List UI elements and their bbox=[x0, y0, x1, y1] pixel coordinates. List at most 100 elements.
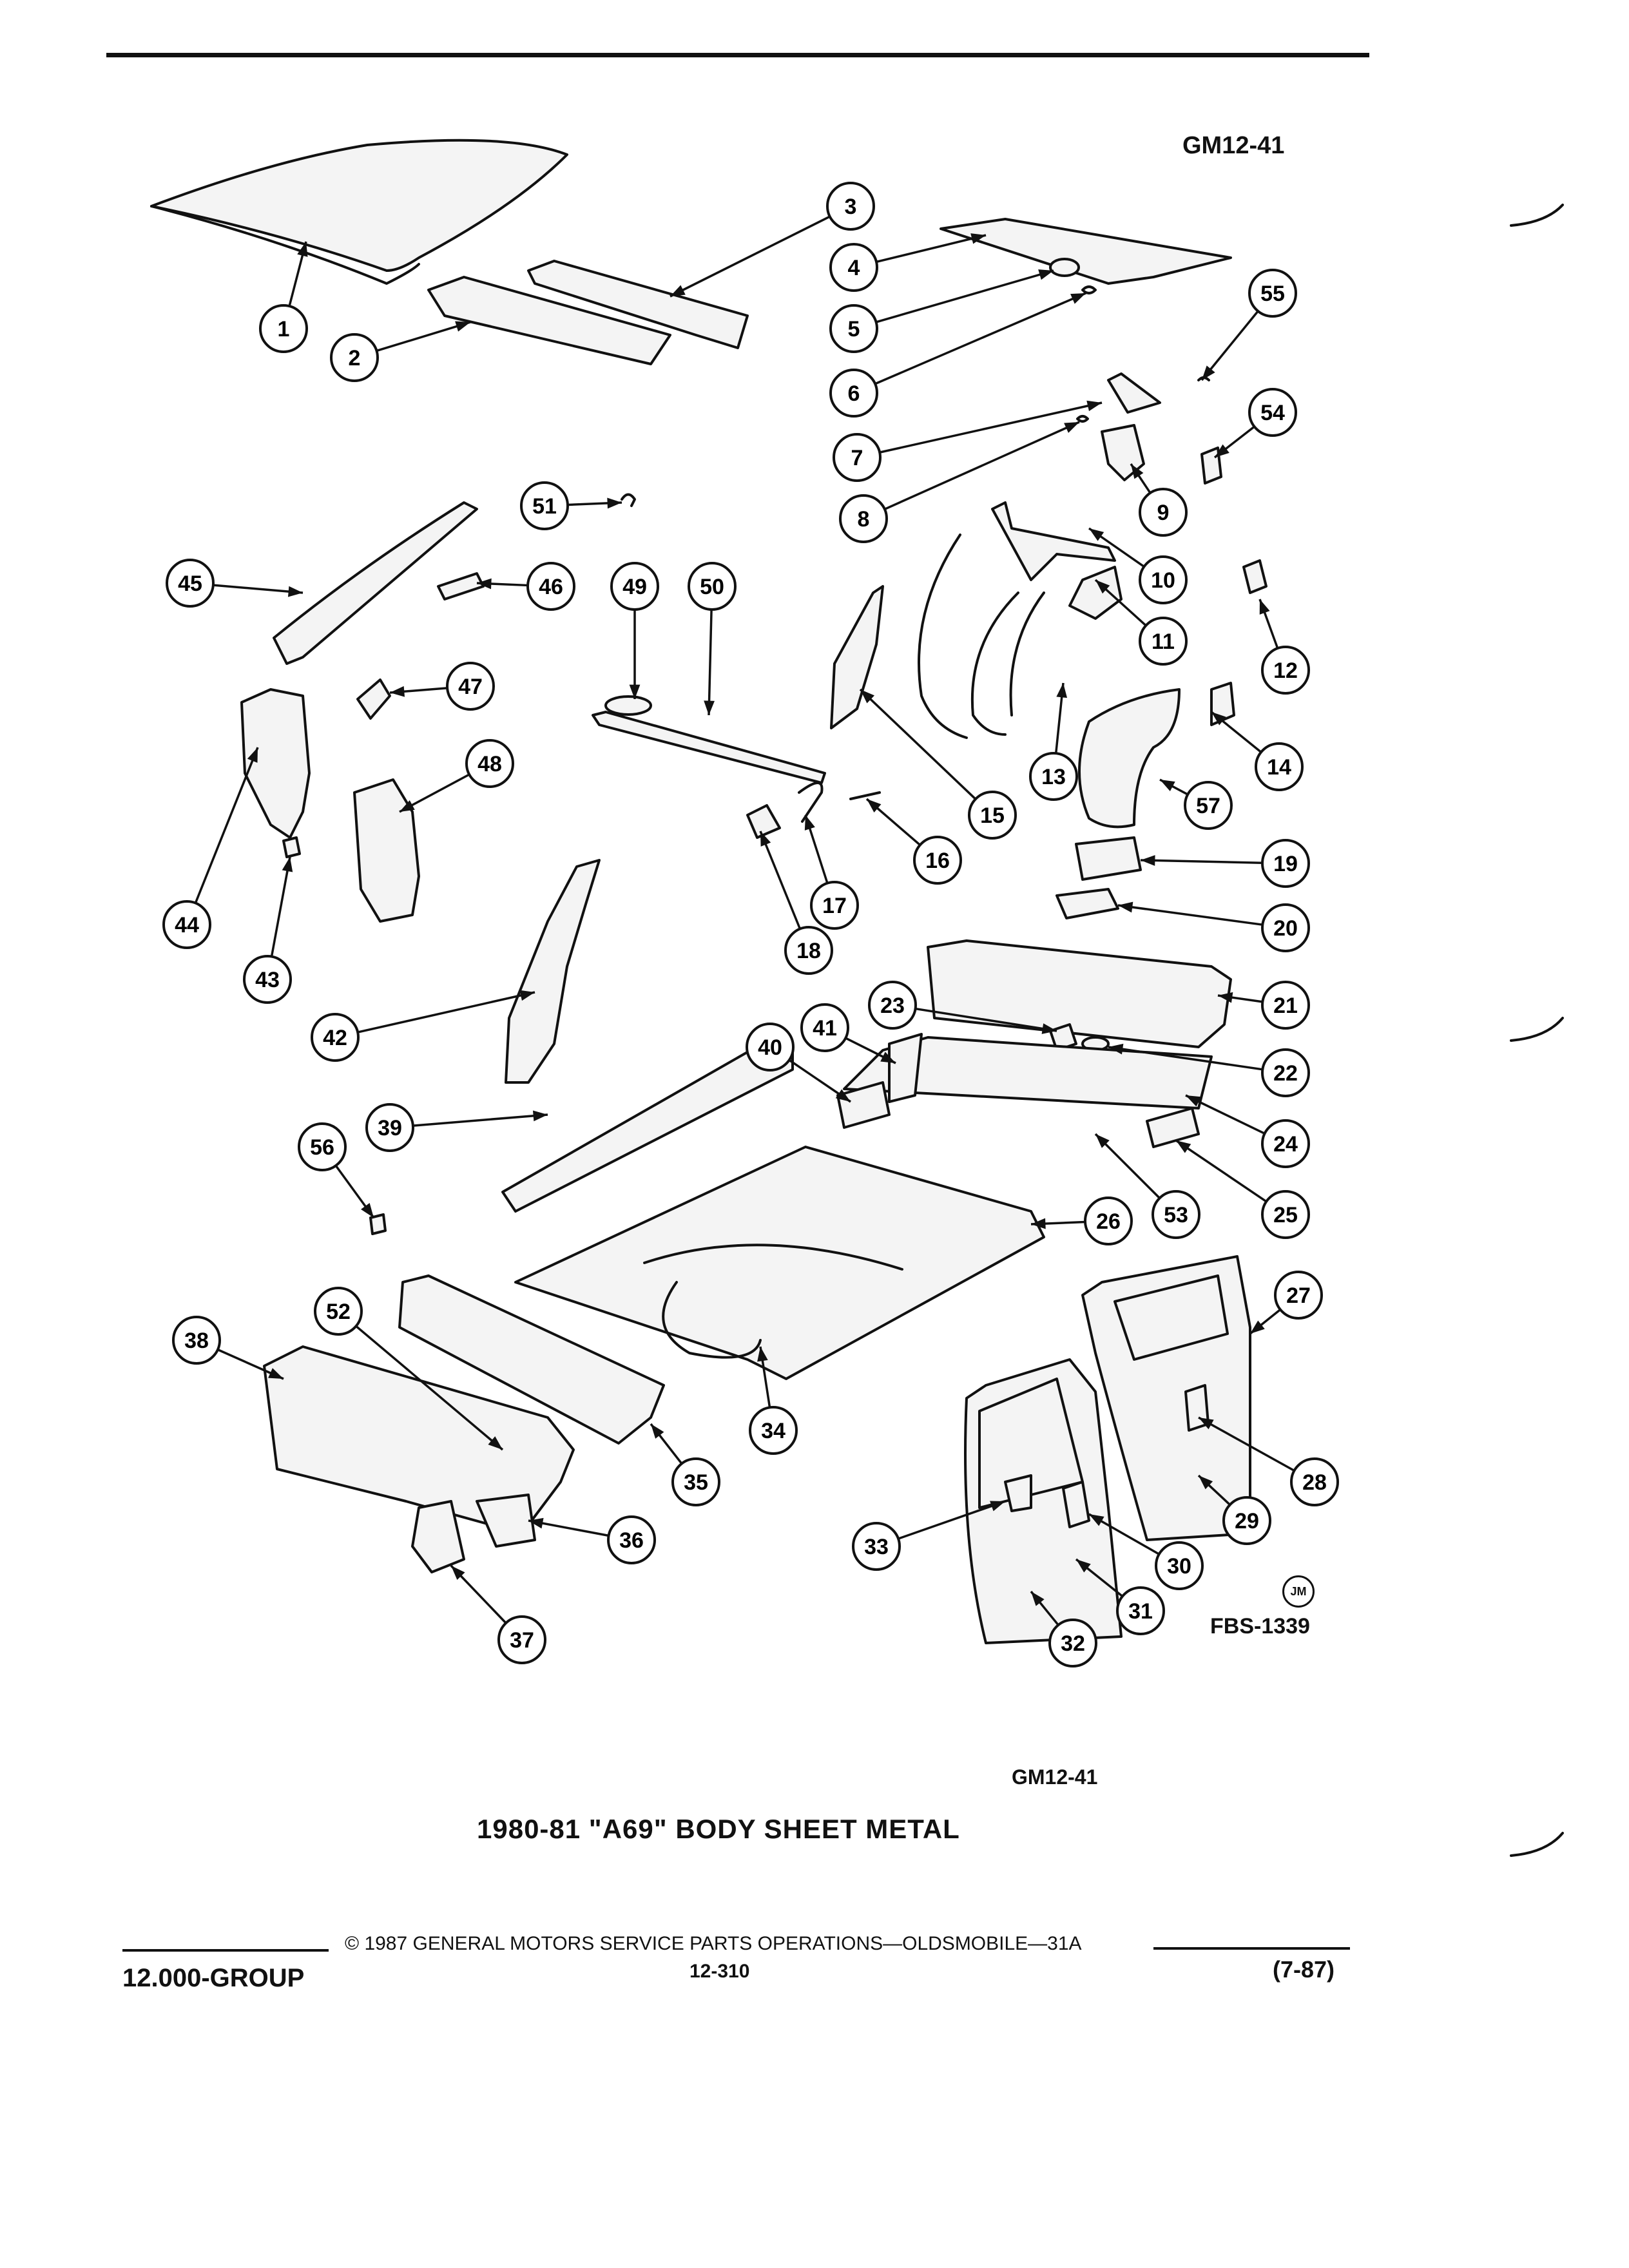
leader-arrow-3 bbox=[670, 285, 686, 296]
callout-number: 47 bbox=[458, 675, 483, 699]
callout-circle bbox=[1261, 1048, 1310, 1097]
leader-arrow-50 bbox=[704, 700, 715, 715]
callout-56: 56 bbox=[298, 1122, 347, 1171]
callout-number: 27 bbox=[1286, 1283, 1311, 1308]
part-rear-end-panel bbox=[927, 939, 1232, 1048]
callout-number: 9 bbox=[1157, 501, 1170, 525]
callout-4: 4 bbox=[829, 243, 878, 292]
part-bracket-47 bbox=[356, 678, 391, 720]
callout-number: 10 bbox=[1151, 568, 1175, 593]
footer-copyright: © 1987 GENERAL MOTORS SERVICE PARTS OPER… bbox=[345, 1933, 1082, 1954]
callout-19: 19 bbox=[1261, 839, 1310, 888]
callout-circle bbox=[311, 1013, 360, 1062]
callout-circle bbox=[365, 1103, 414, 1152]
callout-26: 26 bbox=[1084, 1196, 1133, 1245]
leader-arrow-6 bbox=[1070, 293, 1086, 304]
callout-47: 47 bbox=[446, 662, 495, 711]
leader-arrow-27 bbox=[1250, 1320, 1265, 1334]
callout-circle bbox=[1152, 1190, 1200, 1239]
part-clip-6 bbox=[1081, 285, 1097, 294]
callout-33: 33 bbox=[852, 1522, 901, 1571]
part-rear-door-window-opening bbox=[1113, 1274, 1229, 1361]
footer-revision: (7-87) bbox=[1273, 1956, 1335, 1983]
part-pillar-reinforcement bbox=[353, 778, 420, 923]
callout-number: 26 bbox=[1096, 1209, 1121, 1234]
leader-arrow-7 bbox=[1086, 400, 1102, 412]
leader-arrow-37 bbox=[451, 1566, 465, 1580]
callout-55: 55 bbox=[1248, 269, 1297, 318]
callout-number: 42 bbox=[323, 1026, 347, 1050]
callout-circle bbox=[800, 1003, 849, 1052]
footer-rule-right bbox=[1153, 1947, 1350, 1950]
parts-illustrations bbox=[150, 139, 1268, 1644]
callout-number: 41 bbox=[813, 1016, 837, 1041]
callout-circle bbox=[1184, 781, 1233, 830]
part-dash-brace-37 bbox=[411, 1500, 465, 1573]
part-wheelhouse-liner bbox=[1078, 688, 1181, 829]
callout-circle bbox=[526, 562, 575, 611]
callout-number: 19 bbox=[1273, 852, 1298, 876]
part-floor-tunnel bbox=[643, 1244, 903, 1271]
leader-line-43 bbox=[270, 856, 291, 957]
callout-number: 1 bbox=[278, 317, 290, 341]
callout-number: 29 bbox=[1235, 1509, 1259, 1533]
leader-arrow-48 bbox=[400, 800, 415, 812]
callout-23: 23 bbox=[868, 981, 917, 1030]
callout-number: 16 bbox=[925, 849, 950, 873]
callout-9: 9 bbox=[1139, 488, 1188, 537]
callout-circle bbox=[1139, 617, 1188, 666]
callout-50: 50 bbox=[688, 562, 737, 611]
leader-arrow-24 bbox=[1186, 1095, 1201, 1107]
callout-number: 53 bbox=[1164, 1203, 1188, 1227]
callout-number: 52 bbox=[326, 1300, 351, 1324]
callout-circle bbox=[1048, 1619, 1097, 1667]
footer-group: 12.000-GROUP bbox=[122, 1964, 305, 1992]
part-floor-extension bbox=[1146, 1107, 1200, 1148]
leader-line-28 bbox=[1198, 1416, 1295, 1472]
callout-44: 44 bbox=[162, 900, 211, 949]
callout-number: 5 bbox=[848, 317, 860, 341]
leader-arrow-34 bbox=[757, 1347, 768, 1362]
callout-38: 38 bbox=[172, 1316, 221, 1365]
leader-line-50 bbox=[708, 609, 713, 716]
leader-line-7 bbox=[879, 401, 1103, 454]
leader-arrow-8 bbox=[1064, 422, 1079, 433]
leader-line-15 bbox=[859, 688, 977, 800]
leader-arrow-39 bbox=[532, 1110, 548, 1122]
part-rocker-sill bbox=[501, 1036, 794, 1213]
callout-39: 39 bbox=[365, 1103, 414, 1152]
callout-number: 46 bbox=[539, 575, 563, 599]
leader-arrow-40 bbox=[835, 1089, 851, 1102]
leader-line-20 bbox=[1117, 904, 1263, 926]
leader-line-33 bbox=[898, 1500, 1006, 1540]
callout-31: 31 bbox=[1116, 1586, 1165, 1635]
figure-code-bottom: GM12-41 bbox=[1012, 1765, 1098, 1789]
callout-circle bbox=[1290, 1457, 1339, 1506]
callout-circle bbox=[833, 433, 882, 482]
leader-line-42 bbox=[357, 991, 535, 1033]
callout-24: 24 bbox=[1261, 1119, 1310, 1168]
callout-circle bbox=[610, 562, 659, 611]
part-clip-56 bbox=[369, 1213, 387, 1235]
callout-34: 34 bbox=[749, 1406, 798, 1455]
leader-arrow-51 bbox=[607, 497, 622, 509]
callout-number: 36 bbox=[619, 1528, 644, 1553]
leader-arrow-25 bbox=[1176, 1140, 1191, 1153]
leader-line-22 bbox=[1108, 1046, 1263, 1071]
figure-title: 1980-81 "A69" BODY SHEET METAL bbox=[477, 1814, 960, 1844]
callout-43: 43 bbox=[243, 955, 292, 1004]
leader-arrow-30 bbox=[1089, 1514, 1104, 1526]
callout-circle bbox=[746, 1023, 795, 1072]
leader-arrow-38 bbox=[268, 1368, 284, 1379]
leader-arrow-36 bbox=[528, 1517, 544, 1529]
leader-arrow-19 bbox=[1141, 855, 1155, 866]
callout-number: 37 bbox=[510, 1628, 534, 1653]
callout-number: 55 bbox=[1260, 282, 1285, 306]
callout-number: 45 bbox=[178, 572, 202, 596]
part-bracket-12 bbox=[1242, 559, 1268, 594]
leader-arrow-42 bbox=[519, 990, 535, 1001]
callout-circle bbox=[172, 1316, 221, 1365]
callout-40: 40 bbox=[746, 1023, 795, 1072]
part-roof-panel bbox=[150, 139, 568, 272]
callout-circle bbox=[497, 1615, 546, 1664]
